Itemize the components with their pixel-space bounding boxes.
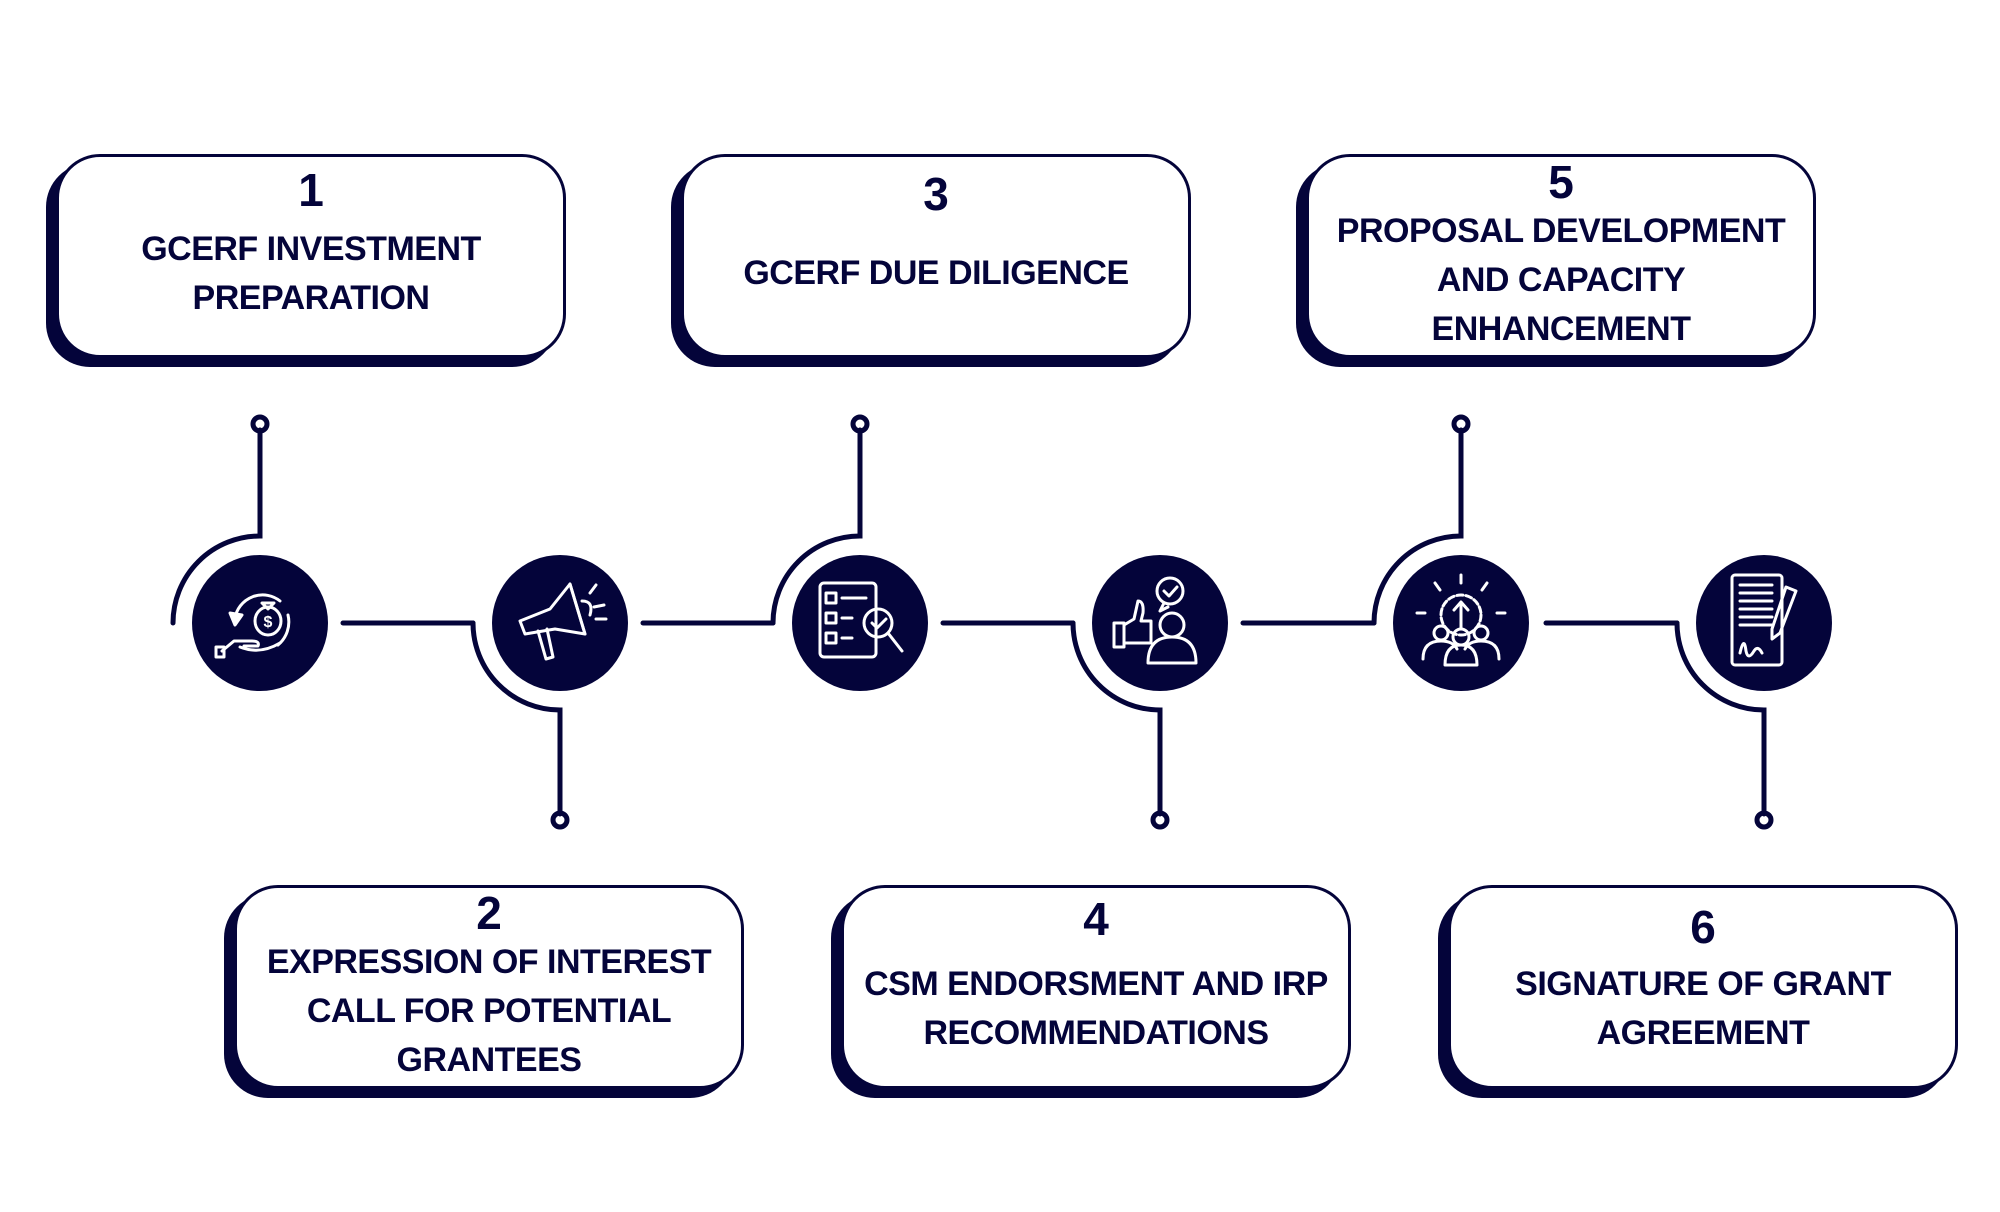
dot-step-3 [850, 414, 870, 434]
step-1-circle [192, 555, 328, 691]
dot-step-2 [550, 810, 570, 830]
step-label: SIGNATURE OF GRANT AGREEMENT [1515, 965, 1891, 1052]
step-label: PROPOSAL DEVELOPMENT AND CAPACITY ENHANC… [1336, 212, 1786, 348]
svg-text:$: $ [264, 614, 273, 631]
arc-step-4 [1070, 620, 1163, 817]
money-bag-hand-icon: $ [214, 593, 291, 659]
step-number: 3 [923, 168, 949, 220]
step-6-circle [1696, 555, 1832, 691]
arc-step-6 [1674, 620, 1767, 817]
team-gear-growth-icon [1415, 573, 1507, 667]
step-label: EXPRESSION OF INTEREST CALL FOR POTENTIA… [266, 943, 712, 1079]
step-number: 4 [1083, 893, 1109, 945]
arc-step-3 [770, 427, 863, 626]
arc-step-1 [170, 427, 263, 626]
dot-step-5 [1451, 414, 1471, 434]
dot-step-1 [250, 414, 270, 434]
step-4-box: 4 CSM ENDORSMENT AND IRP RECOMMENDATIONS [841, 885, 1351, 1089]
thumbs-up-person-icon [1112, 576, 1198, 665]
step-label: GCERF INVESTMENT PREPARATION [141, 230, 481, 317]
step-3-circle [792, 555, 928, 691]
step-2-box: 2 EXPRESSION OF INTEREST CALL FOR POTENT… [234, 885, 744, 1089]
step-label: CSM ENDORSMENT AND IRP RECOMMENDATIONS [864, 965, 1328, 1052]
step-number: 5 [1548, 156, 1574, 208]
step-number: 2 [476, 887, 502, 939]
step-2-circle [492, 555, 628, 691]
megaphone-icon [518, 582, 608, 661]
step-number: 6 [1690, 901, 1716, 953]
step-label: GCERF DUE DILIGENCE [743, 254, 1129, 292]
dot-step-4 [1150, 810, 1170, 830]
checklist-search-icon [818, 581, 904, 659]
step-number: 1 [298, 164, 324, 216]
arc-step-2 [470, 620, 563, 817]
step-5-box: 5 PROPOSAL DEVELOPMENT AND CAPACITY ENHA… [1306, 154, 1816, 358]
step-3-box: 3 GCERF DUE DILIGENCE [681, 154, 1191, 358]
signed-document-icon [1730, 573, 1798, 667]
step-1-box: 1 GCERF INVESTMENT PREPARATION [56, 154, 566, 358]
step-6-box: 6 SIGNATURE OF GRANT AGREEMENT [1448, 885, 1958, 1089]
dot-step-6 [1754, 810, 1774, 830]
arc-step-5 [1371, 427, 1464, 626]
